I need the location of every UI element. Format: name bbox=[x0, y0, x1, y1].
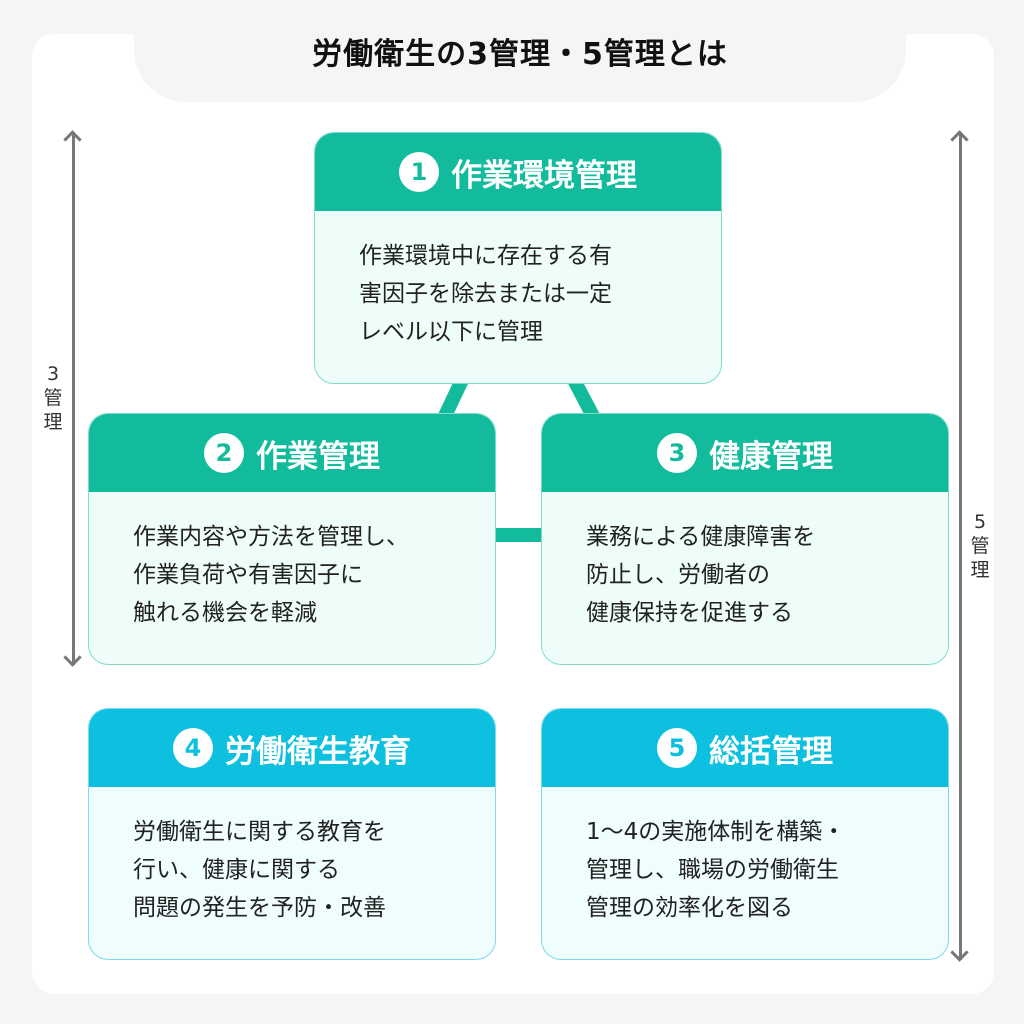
box-body: 作業環境中に存在する有害因子を除去または一定レベル以下に管理 bbox=[315, 211, 721, 351]
body-line: 管理し、職場の労働衛生 bbox=[586, 857, 839, 883]
label-char: 3 bbox=[46, 363, 60, 385]
label-char: 5 bbox=[973, 511, 987, 533]
box-body: 業務による健康障害を防止し、労働者の健康保持を促進する bbox=[542, 492, 948, 632]
body-line: 作業内容や方法を管理し、 bbox=[133, 524, 409, 550]
box-title: 労働衛生教育 bbox=[225, 733, 411, 770]
box-health-management: 3 健康管理 業務による健康障害を防止し、労働者の健康保持を促進する bbox=[541, 413, 949, 665]
body-line: 害因子を除去または一定 bbox=[359, 281, 612, 307]
number-badge-icon: 1 bbox=[399, 152, 439, 192]
number-badge-icon: 2 bbox=[204, 433, 244, 473]
box-body: 1〜4の実施体制を構築・管理し、職場の労働衛生管理の効率化を図る bbox=[542, 787, 948, 927]
body-line: 健康保持を促進する bbox=[586, 600, 793, 626]
body-line: 触れる機会を軽減 bbox=[133, 600, 317, 626]
box-header: 4 労働衛生教育 bbox=[89, 709, 495, 787]
box-header: 5 総括管理 bbox=[542, 709, 948, 787]
three-management-range-arrow bbox=[72, 132, 75, 665]
box-title: 総括管理 bbox=[709, 733, 833, 770]
connector-2-3 bbox=[494, 528, 544, 542]
body-line: 行い、健康に関する bbox=[133, 857, 340, 883]
body-line: 1〜4の実施体制を構築・ bbox=[586, 819, 846, 845]
label-char: 理 bbox=[43, 411, 63, 433]
body-line: 問題の発生を予防・改善 bbox=[133, 895, 386, 921]
box-general-management: 5 総括管理 1〜4の実施体制を構築・管理し、職場の労働衛生管理の効率化を図る bbox=[541, 708, 949, 960]
five-management-range-arrow bbox=[959, 132, 962, 960]
box-work-management: 2 作業管理 作業内容や方法を管理し、作業負荷や有害因子に触れる機会を軽減 bbox=[88, 413, 496, 665]
body-line: 防止し、労働者の bbox=[586, 562, 770, 588]
box-title: 作業管理 bbox=[256, 438, 380, 475]
body-line: 作業環境中に存在する有 bbox=[359, 243, 612, 269]
box-header: 2 作業管理 bbox=[89, 414, 495, 492]
label-char: 管 bbox=[43, 387, 63, 409]
box-health-education: 4 労働衛生教育 労働衛生に関する教育を行い、健康に関する問題の発生を予防・改善 bbox=[88, 708, 496, 960]
body-line: 管理の効率化を図る bbox=[586, 895, 793, 921]
number-badge-icon: 3 bbox=[657, 433, 697, 473]
box-work-environment-management: 1 作業環境管理 作業環境中に存在する有害因子を除去または一定レベル以下に管理 bbox=[314, 132, 722, 384]
three-management-label: 3 管 理 bbox=[41, 362, 65, 434]
box-header: 1 作業環境管理 bbox=[315, 133, 721, 211]
connector-1-2 bbox=[437, 377, 469, 421]
box-body: 労働衛生に関する教育を行い、健康に関する問題の発生を予防・改善 bbox=[89, 787, 495, 927]
box-title: 健康管理 bbox=[709, 438, 833, 475]
number-badge-icon: 5 bbox=[657, 728, 697, 768]
box-title: 作業環境管理 bbox=[451, 157, 637, 194]
number-badge-icon: 4 bbox=[173, 728, 213, 768]
body-line: 作業負荷や有害因子に bbox=[133, 562, 363, 588]
page-title: 労働衛生の3管理・5管理とは bbox=[312, 37, 728, 72]
label-char: 管 bbox=[970, 535, 990, 557]
box-body: 作業内容や方法を管理し、作業負荷や有害因子に触れる機会を軽減 bbox=[89, 492, 495, 632]
label-char: 理 bbox=[970, 559, 990, 581]
title-banner: 労働衛生の3管理・5管理とは bbox=[134, 0, 906, 102]
five-management-label: 5 管 理 bbox=[968, 510, 992, 582]
connector-1-3 bbox=[567, 376, 601, 422]
body-line: レベル以下に管理 bbox=[359, 319, 543, 345]
body-line: 業務による健康障害を bbox=[586, 524, 816, 550]
body-line: 労働衛生に関する教育を bbox=[133, 819, 386, 845]
box-header: 3 健康管理 bbox=[542, 414, 948, 492]
